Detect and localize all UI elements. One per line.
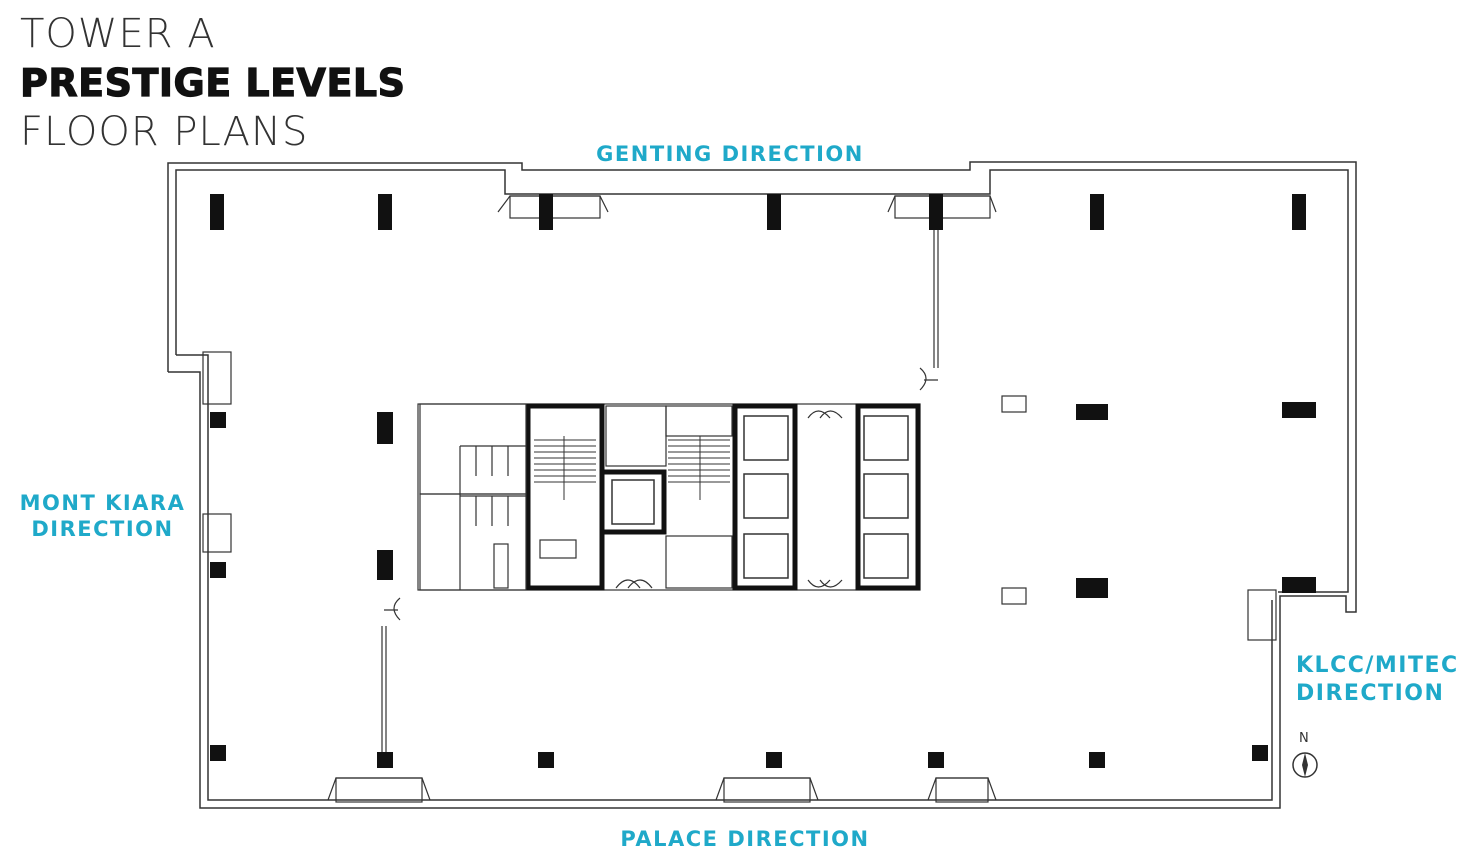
lift-cars: [611, 415, 909, 579]
window-bays-bottom: [327, 777, 997, 803]
partition-walls: [381, 230, 939, 752]
window-bay: [509, 195, 601, 219]
title-block: TOWER A PRESTIGE LEVELS FLOOR PLANS: [19, 11, 406, 155]
lift-car: [743, 473, 789, 519]
direction-right-line2: DIRECTION: [1296, 680, 1445, 706]
lift-lobby-left: [732, 403, 798, 591]
column: [1076, 404, 1108, 420]
direction-left-line1: MONT KIARA: [19, 491, 186, 515]
stair-treads: [534, 436, 730, 500]
window-bay: [723, 777, 811, 803]
column: [1089, 752, 1105, 768]
stair-core-left: [525, 403, 605, 591]
core-room: [605, 405, 667, 467]
column: [538, 752, 554, 768]
column: [377, 412, 393, 444]
column: [210, 412, 226, 428]
direction-label-left: MONT KIARA DIRECTION: [10, 490, 195, 543]
window-bay-flare: [327, 777, 431, 801]
title-tower: TOWER A: [20, 11, 216, 57]
door-swing: [807, 579, 843, 588]
direction-label-right: KLCC/MITEC DIRECTION: [1296, 652, 1466, 707]
perimeter-inner-left: [176, 354, 1273, 801]
column: [210, 745, 226, 761]
column: [539, 194, 553, 230]
compass-icon: [1292, 752, 1318, 778]
elevator-core-center: [599, 469, 667, 535]
column: [1292, 194, 1306, 230]
lift-car: [863, 415, 909, 461]
column: [766, 752, 782, 768]
core-room: [493, 543, 509, 589]
core-rooms: [419, 403, 733, 591]
lift-lobby-right: [855, 403, 921, 591]
column: [1090, 194, 1104, 230]
column: [1252, 745, 1268, 761]
lift-car: [743, 415, 789, 461]
fixture: [1001, 395, 1027, 413]
door-swing: [384, 597, 401, 621]
direction-right-line1: KLCC/MITEC: [1296, 653, 1459, 678]
window-bay-flare: [497, 195, 609, 213]
door-swing: [807, 410, 843, 419]
columns: [210, 194, 1316, 768]
window-bays-top: [497, 195, 997, 219]
door-swing: [615, 579, 653, 589]
direction-left-line2: DIRECTION: [31, 517, 174, 542]
door-swing: [919, 367, 938, 391]
window-bay: [1247, 589, 1277, 641]
column: [928, 752, 944, 768]
compass: N: [1289, 731, 1321, 781]
window-bay-flare: [715, 777, 819, 801]
column: [377, 752, 393, 768]
title-prestige-levels: PRESTIGE LEVELS: [19, 61, 406, 105]
outer-perimeter: [167, 161, 1357, 809]
column: [1076, 578, 1108, 598]
lift-car: [863, 473, 909, 519]
core-room: [419, 403, 527, 495]
window-bays-left: [202, 351, 1277, 641]
direction-label-bottom: PALACE DIRECTION: [620, 827, 870, 851]
lift-car: [863, 533, 909, 579]
window-bay-flare: [927, 777, 997, 801]
column: [377, 550, 393, 580]
perimeter-outer-line: [167, 161, 1357, 809]
direction-label-top: GENTING DIRECTION: [596, 142, 864, 166]
lift-car: [743, 533, 789, 579]
core-outline: [417, 403, 921, 591]
column: [378, 194, 392, 230]
column: [1282, 402, 1316, 418]
lift-car: [611, 479, 655, 525]
column: [767, 194, 781, 230]
window-bay: [335, 777, 423, 803]
window-bay: [202, 513, 232, 553]
compass-north-label: N: [1299, 731, 1309, 746]
column: [210, 194, 224, 230]
core-room: [539, 539, 577, 559]
core-room: [665, 535, 733, 589]
title-floor-plans: FLOOR PLANS: [20, 109, 309, 155]
column: [929, 194, 943, 230]
window-bay: [202, 351, 232, 405]
core-room: [419, 493, 527, 591]
core: [417, 403, 921, 591]
fixture: [1001, 587, 1027, 605]
column: [210, 562, 226, 578]
lobby-doors: [615, 410, 843, 589]
column: [1282, 577, 1316, 593]
window-bay: [935, 777, 989, 803]
core-room: [665, 405, 733, 437]
fixtures: [1001, 395, 1027, 605]
perimeter-inner-line: [175, 169, 1349, 593]
